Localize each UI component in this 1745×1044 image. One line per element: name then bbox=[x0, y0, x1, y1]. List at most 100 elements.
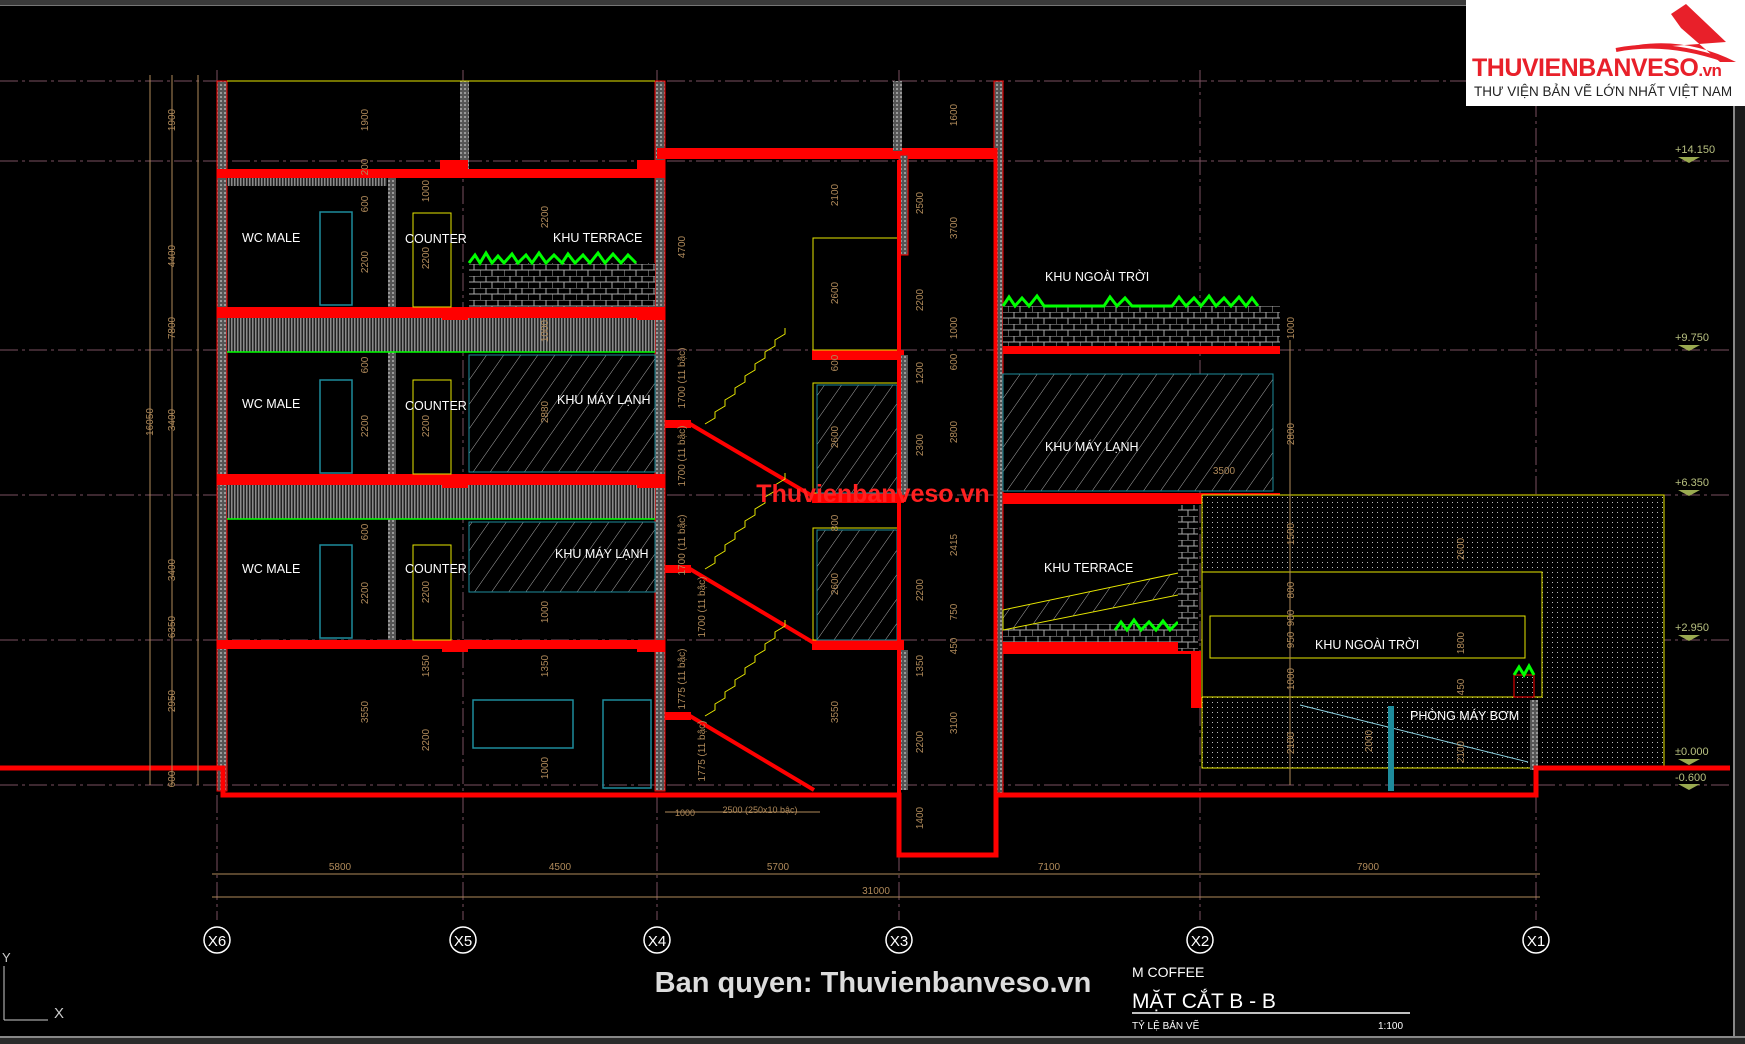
room-label: WC MALE bbox=[242, 562, 300, 576]
room-label: WC MALE bbox=[242, 231, 300, 245]
logo-tagline: THƯ VIỆN BẢN VẼ LỚN NHẤT VIỆT NAM bbox=[1474, 84, 1733, 99]
dim-vertical: 2200 bbox=[360, 414, 371, 437]
axis-label: X2 bbox=[1191, 933, 1209, 950]
room-label: KHU NGOÀI TRỜI bbox=[1315, 637, 1419, 652]
plants-icon bbox=[467, 250, 638, 266]
elevation-label: +6.350 bbox=[1675, 477, 1709, 489]
window-right-border bbox=[1733, 0, 1745, 1042]
building-left bbox=[216, 80, 666, 792]
scale-label: TỶ LỆ BẢN VẼ bbox=[1132, 1019, 1200, 1032]
dim-vertical: 7800 bbox=[167, 316, 178, 339]
room-label: PHÒNG MÁY BƠM bbox=[1410, 708, 1519, 723]
dim-vertical: 1700 (11 bậc) bbox=[697, 577, 708, 638]
dim-vertical: 2300 bbox=[915, 433, 926, 456]
dim-vertical: 600 bbox=[167, 770, 178, 787]
dim-vertical: 950 bbox=[1286, 631, 1297, 648]
dim-bottom: 4500 bbox=[549, 862, 572, 873]
dim-vertical: 2800 bbox=[949, 420, 960, 443]
axis-label: X5 bbox=[454, 933, 472, 950]
dim-vertical: 600 bbox=[360, 523, 371, 540]
room-label: COUNTER bbox=[405, 399, 467, 413]
dim-vertical: 1350 bbox=[421, 654, 432, 677]
dim-vertical: 1800 bbox=[1456, 631, 1467, 654]
dim-vertical: 2500 bbox=[915, 191, 926, 214]
dim-vertical: 1000 bbox=[540, 756, 551, 779]
dim-vertical: 1400 bbox=[915, 806, 926, 829]
dim-vertical: 2200 bbox=[915, 288, 926, 311]
dim-vertical: 600 bbox=[830, 354, 841, 371]
dim-total: 31000 bbox=[862, 886, 890, 897]
axis-label: X3 bbox=[890, 933, 908, 950]
dim-vertical: 3100 bbox=[949, 711, 960, 734]
dim-vertical: 2600 bbox=[830, 572, 841, 595]
dim-vertical: 900 bbox=[1286, 609, 1297, 626]
dim-vertical: 600 bbox=[360, 195, 371, 212]
dim-vertical: 1000 bbox=[1286, 667, 1297, 690]
dim-vertical: 3550 bbox=[830, 700, 841, 723]
ucs-y-label: Y bbox=[2, 950, 11, 965]
dim-vertical: 750 bbox=[949, 603, 960, 620]
stair-core bbox=[657, 81, 996, 792]
watermark-copyright: Ban quyen: Thuvienbanveso.vn bbox=[655, 967, 1092, 999]
watermark-center: Thuvienbanveso.vn bbox=[756, 480, 989, 508]
room-label: WC MALE bbox=[242, 397, 300, 411]
dim-vertical: 1350 bbox=[540, 654, 551, 677]
dim-vertical: 2880 bbox=[540, 400, 551, 423]
dim-vertical: 2200 bbox=[421, 580, 432, 603]
dim-vertical: 3550 bbox=[360, 700, 371, 723]
building-right bbox=[993, 80, 1665, 794]
room-label: KHU MÁY LẠNH bbox=[557, 392, 651, 407]
house-roof-icon bbox=[1615, 4, 1736, 62]
dim-bottom: 5800 bbox=[329, 862, 352, 873]
glass-wall bbox=[468, 354, 656, 473]
dim-vertical: 2200 bbox=[421, 728, 432, 751]
terrace-planter bbox=[469, 263, 655, 307]
grid-axis-labels: X6 X5 X4 X3 X2 X1 bbox=[208, 933, 1545, 950]
dim-vertical: 1900 bbox=[360, 108, 371, 131]
window-bottom-border bbox=[0, 1036, 1745, 1044]
dimension-texts: 5800 4500 5700 7100 7900 31000 1000 2500… bbox=[329, 466, 1380, 897]
dim-vertical: 2800 bbox=[1286, 422, 1297, 445]
dim-vertical: 2200 bbox=[915, 578, 926, 601]
dim-bottom: 5700 bbox=[767, 862, 790, 873]
dim-vertical: 2000 bbox=[1364, 729, 1375, 752]
dim-vertical: 1000 bbox=[949, 316, 960, 339]
dim-vertical: 2950 bbox=[167, 689, 178, 712]
elevation-label: +14.150 bbox=[1675, 144, 1715, 156]
dim-vertical: 1900 bbox=[167, 108, 178, 131]
dim-vertical: 3700 bbox=[949, 216, 960, 239]
dim-vertical: 1700 (11 bậc) bbox=[677, 348, 688, 409]
axis-label: X4 bbox=[648, 933, 666, 950]
ucs-x-label: X bbox=[54, 1005, 64, 1022]
dim-vertical: 2600 bbox=[1456, 537, 1467, 560]
dim-vertical: 1200 bbox=[915, 361, 926, 384]
room-label: COUNTER bbox=[405, 562, 467, 576]
dim-vertical: 2200 bbox=[540, 205, 551, 228]
counter-outline bbox=[412, 212, 452, 641]
logo-brand-suffix: .vn bbox=[1698, 61, 1722, 80]
dim-bottom: 7100 bbox=[1038, 862, 1061, 873]
dim-vertical: 4700 bbox=[677, 235, 688, 258]
elevation-label: -0.600 bbox=[1675, 772, 1706, 784]
brand-logo: THUVIENBANVESO.vn THƯ VIỆN BẢN VẼ LỚN NH… bbox=[1466, 0, 1745, 106]
axis-label: X1 bbox=[1527, 933, 1545, 950]
dim-stair: 2500 (250x10 bậc) bbox=[722, 805, 797, 815]
dim-vertical: 3400 bbox=[167, 408, 178, 431]
dim-vertical: 2200 bbox=[421, 414, 432, 437]
dim-vertical: 1000 bbox=[421, 179, 432, 202]
elevation-label: +9.750 bbox=[1675, 332, 1709, 344]
dim-vertical: 1350 bbox=[915, 654, 926, 677]
dim-vertical: 1000 bbox=[540, 319, 551, 342]
dim-vertical: 2100 bbox=[1456, 740, 1467, 763]
dim-vertical: 1700 (11 bậc) bbox=[677, 515, 688, 576]
dim-vertical: 1000 bbox=[540, 600, 551, 623]
room-label: KHU MÁY LẠNH bbox=[1045, 439, 1139, 454]
room-label: KHU MÁY LẠNH bbox=[555, 546, 649, 561]
room-label: KHU TERRACE bbox=[553, 231, 642, 245]
dim-vertical: 2200 bbox=[360, 581, 371, 604]
title-block: M COFFEE MẶT CẮT B - B TỶ LỆ BẢN VẼ 1:10… bbox=[1132, 964, 1410, 1032]
dim-bottom: 7900 bbox=[1357, 862, 1380, 873]
dim-vertical: 1600 bbox=[949, 103, 960, 126]
project-name: M COFFEE bbox=[1132, 964, 1204, 980]
